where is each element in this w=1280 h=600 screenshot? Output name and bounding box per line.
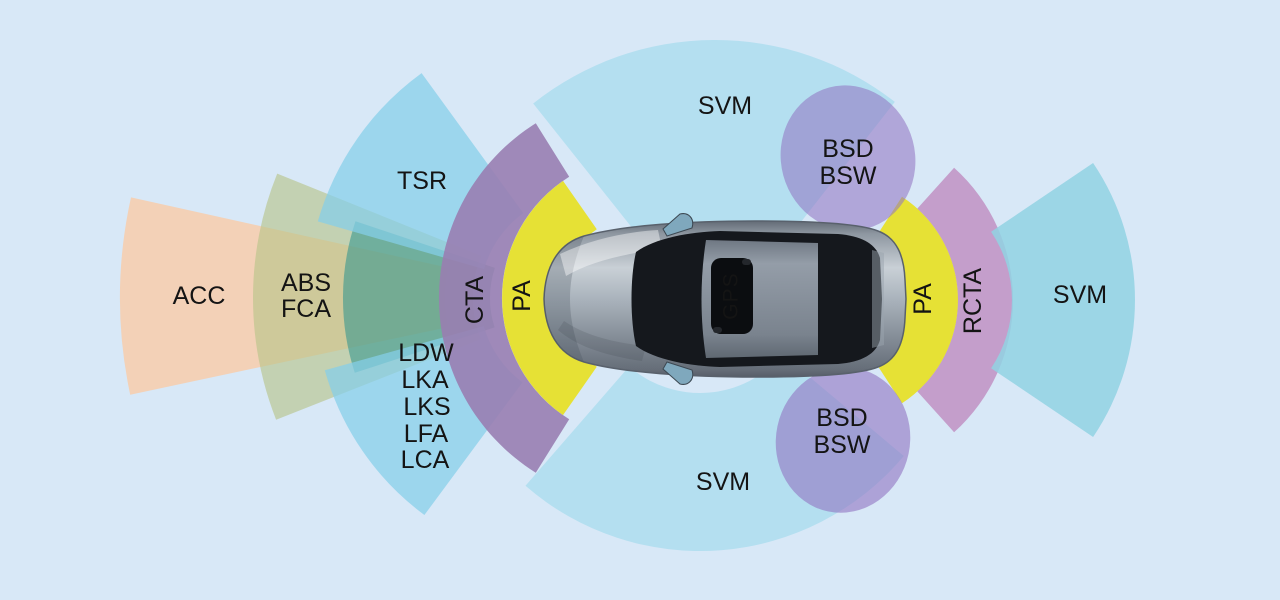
car-hood-lower-shade — [558, 321, 646, 361]
gps-module-box — [711, 258, 753, 334]
svm-right-zone — [991, 163, 1135, 437]
acc-label: ACC — [173, 282, 226, 310]
abs-label: ABS — [281, 269, 331, 297]
car-front-bumper-shade — [544, 236, 584, 362]
lca-label: LCA — [401, 446, 450, 474]
fca-label: FCA — [281, 295, 331, 323]
bsd-bottom-label: BSD — [816, 404, 867, 432]
lfa-label: LFA — [404, 420, 449, 448]
pa-front-label: PA — [508, 280, 536, 312]
cta-zone — [438, 123, 570, 473]
svm-top-label: SVM — [698, 92, 752, 120]
svm-right-label: SVM — [1053, 281, 1107, 309]
lks-label: LKS — [403, 393, 450, 421]
ldw-label: LDW — [398, 339, 454, 367]
gps-label: GPS — [720, 272, 743, 319]
gps-module-tab-bottom — [713, 327, 722, 333]
gps-module-tab-top — [742, 259, 751, 265]
bsw-bottom-label: BSW — [814, 431, 871, 459]
bsd-bottom-zone — [775, 367, 911, 513]
pa-rear-label: PA — [909, 283, 937, 315]
car-trunk-seam — [872, 250, 884, 348]
tsr-label: TSR — [397, 167, 447, 195]
car-mirror-top — [662, 213, 694, 237]
bsd-top-zone — [780, 85, 916, 231]
rcta-zone — [917, 167, 1014, 433]
bsw-top-label: BSW — [820, 162, 877, 190]
rcta-label: RCTA — [959, 268, 987, 335]
car-mirror-bottom — [662, 361, 694, 385]
cta-label: CTA — [461, 276, 489, 324]
car: GPS — [543, 213, 907, 385]
lka-label: LKA — [401, 366, 449, 394]
car-hood-highlight — [560, 230, 662, 276]
bsd-top-label: BSD — [822, 135, 873, 163]
svm-bottom-label: SVM — [696, 468, 750, 496]
